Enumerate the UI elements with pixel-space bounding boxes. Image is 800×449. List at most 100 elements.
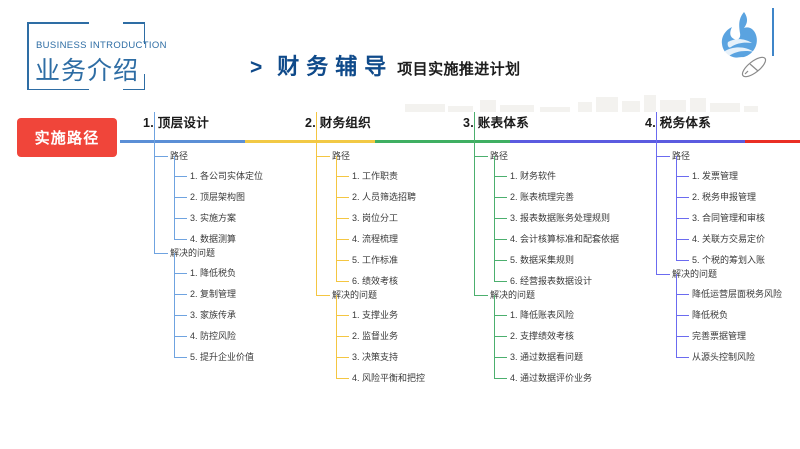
leaf-connector <box>676 197 689 199</box>
group-label: 解决的问题 <box>332 290 378 300</box>
color-divider-bar <box>0 140 800 143</box>
leaf-label: 1. 财务软件 <box>510 171 557 181</box>
leaf-connector <box>676 294 689 296</box>
leaf-connector <box>494 260 507 262</box>
group-connector <box>656 156 670 158</box>
leaf-connector <box>676 336 689 338</box>
leaf-connector <box>336 218 349 220</box>
page-title-main: 财务辅导 <box>277 54 394 79</box>
leaf-label: 3. 家族传承 <box>190 310 237 320</box>
leaf-label: 2. 复制管理 <box>190 289 237 299</box>
leaf-label: 4. 防控风险 <box>190 331 237 341</box>
leaf-label: 5. 个税的筹划入账 <box>692 255 766 265</box>
leaf-label: 5. 工作标准 <box>352 255 399 265</box>
leaf-connector <box>336 378 349 380</box>
leaf-label: 3. 岗位分工 <box>352 213 399 223</box>
leaf-connector <box>494 378 507 380</box>
leaf-label: 4. 流程梳理 <box>352 234 399 244</box>
group-spine <box>494 156 496 281</box>
leaf-connector <box>494 197 507 199</box>
group-label: 路径 <box>490 151 509 161</box>
frame-edge-bottom <box>27 88 89 90</box>
group-connector <box>154 156 168 158</box>
leaf-connector <box>494 218 507 220</box>
brand-title-cn: 业务介绍 <box>35 57 140 85</box>
group-spine <box>676 274 678 357</box>
leaf-connector <box>336 239 349 241</box>
leaf-label: 1. 工作职责 <box>352 171 399 181</box>
leaf-label: 4. 关联方交易定价 <box>692 234 766 244</box>
leaf-label: 1. 发票管理 <box>692 171 739 181</box>
leaf-label: 1. 各公司实体定位 <box>190 171 264 181</box>
group-spine <box>336 156 338 281</box>
leaf-label: 5. 提升企业价值 <box>190 352 255 362</box>
segment-blue <box>120 140 245 143</box>
group-spine <box>174 156 176 239</box>
group-connector <box>474 295 488 297</box>
leaf-connector <box>336 281 349 283</box>
leaf-label: 1. 降低账表风险 <box>510 310 575 320</box>
frame-edge-left <box>27 22 29 90</box>
logo-vertical-rule <box>772 8 774 56</box>
group-spine <box>336 295 338 378</box>
leaf-connector <box>676 357 689 359</box>
group-label: 解决的问题 <box>672 269 718 279</box>
leaf-label: 2. 支撑绩效考核 <box>510 331 575 341</box>
leaf-label: 完善票据管理 <box>692 331 747 341</box>
leaf-connector <box>494 239 507 241</box>
leaf-label: 5. 数据采集规则 <box>510 255 575 265</box>
leaf-label: 3. 决策支持 <box>352 352 399 362</box>
leaf-connector <box>174 239 187 241</box>
leaf-label: 4. 风险平衡和把控 <box>352 373 426 383</box>
frame-edge-bottom-right <box>123 88 145 90</box>
brand-subtitle-en: BUSINESS INTRODUCTION <box>36 40 167 51</box>
leaf-label: 2. 监督业务 <box>352 331 399 341</box>
leaf-label: 降低税负 <box>692 310 729 320</box>
segment-red <box>745 140 800 143</box>
leaf-connector <box>174 357 187 359</box>
leaf-label: 2. 人员筛选招聘 <box>352 192 417 202</box>
flame-icon <box>721 12 767 78</box>
company-logo <box>706 8 782 80</box>
segment-green <box>375 140 510 143</box>
group-label: 路径 <box>170 151 189 161</box>
leaf-connector <box>676 176 689 178</box>
skyline-watermark <box>405 95 758 112</box>
group-label: 解决的问题 <box>490 290 536 300</box>
leaf-label: 3. 报表数据账务处理规则 <box>510 213 611 223</box>
group-label: 解决的问题 <box>170 248 216 258</box>
leaf-label: 4. 通过数据评价业务 <box>510 373 593 383</box>
brand-frame: BUSINESS INTRODUCTION 业务介绍 <box>27 22 167 90</box>
column-header-3: 3. 账表体系 <box>463 116 529 130</box>
leaf-connector <box>676 315 689 317</box>
leaf-label: 6. 经营报表数据设计 <box>510 276 593 286</box>
leaf-label: 3. 实施方案 <box>190 213 237 223</box>
leaf-connector <box>174 218 187 220</box>
column-spine <box>154 112 156 253</box>
leaf-connector <box>174 273 187 275</box>
page-title: > 财务辅导 项目实施推进计划 <box>250 54 521 79</box>
leaf-connector <box>174 176 187 178</box>
frame-edge-right-lower <box>143 74 145 90</box>
column-header-2: 2. 财务组织 <box>305 116 371 130</box>
leaf-connector <box>336 357 349 359</box>
segment-yellow <box>245 140 375 143</box>
leaf-label: 2. 税务申报管理 <box>692 192 757 202</box>
leaf-connector <box>336 315 349 317</box>
leaf-connector <box>174 315 187 317</box>
group-spine <box>676 156 678 260</box>
leaf-connector <box>676 239 689 241</box>
page-title-sub: 项目实施推进计划 <box>397 61 521 78</box>
pen-icon <box>741 56 767 78</box>
frame-edge-top <box>27 22 89 24</box>
frame-edge-top-right <box>123 22 145 24</box>
group-label: 路径 <box>332 151 351 161</box>
column-spine <box>474 112 476 295</box>
leaf-connector <box>174 294 187 296</box>
column-header-4: 4. 税务体系 <box>645 116 711 130</box>
leaf-label: 4. 数据测算 <box>190 234 237 244</box>
group-connector <box>154 253 168 255</box>
leaf-connector <box>494 357 507 359</box>
leaf-label: 3. 通过数据看问题 <box>510 352 584 362</box>
